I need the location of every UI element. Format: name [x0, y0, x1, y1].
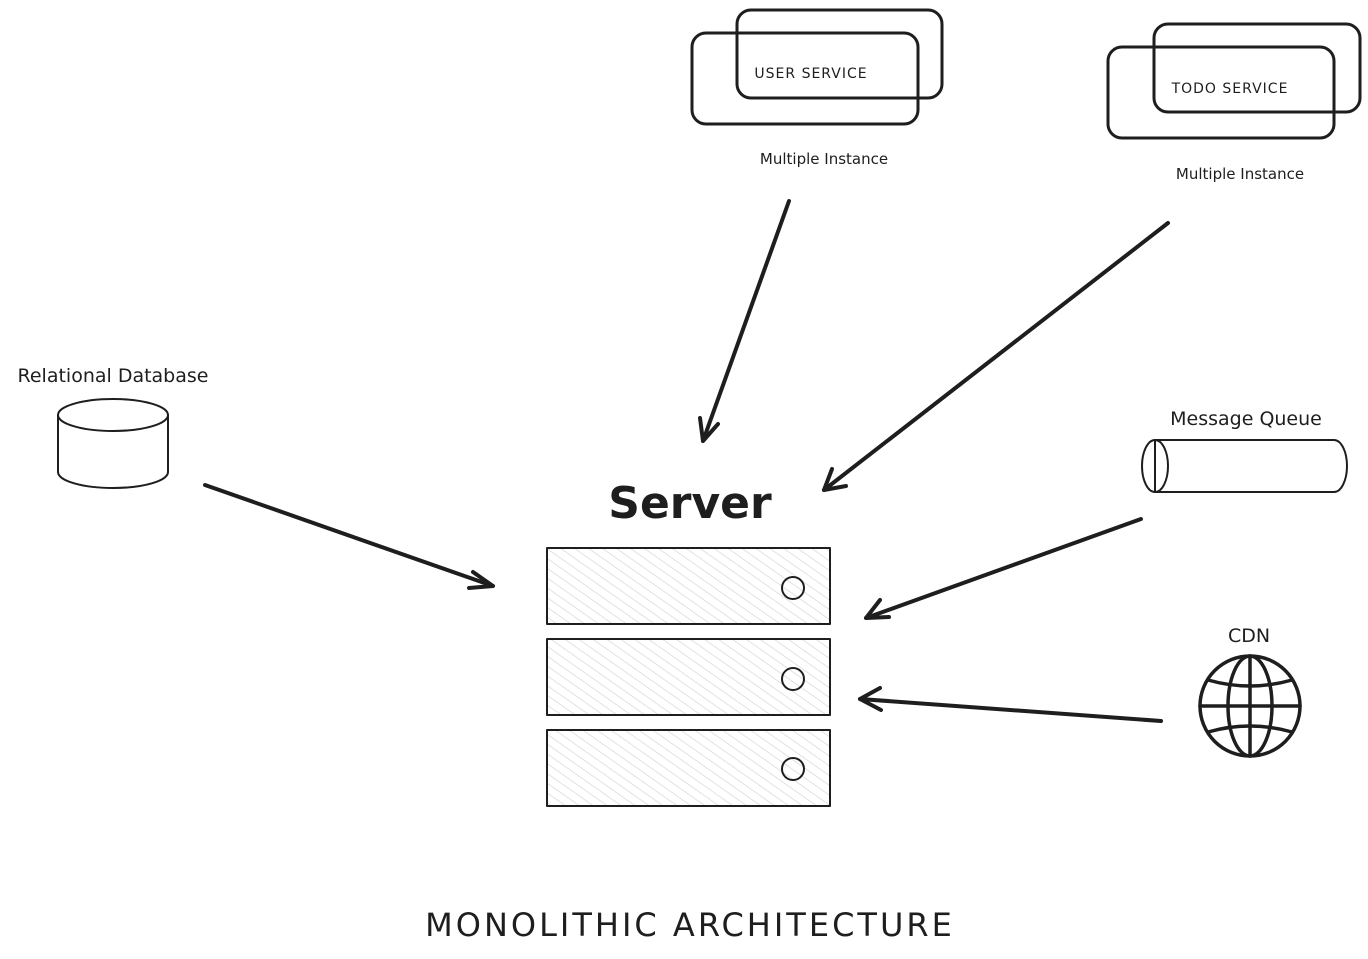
database-label: Relational Database	[18, 365, 209, 387]
arrow-message-queue-to-server	[864, 517, 1143, 620]
message-queue-label: Message Queue	[1170, 408, 1322, 430]
server-led-icon	[781, 667, 805, 691]
todo-service-node: TODO SERVICE	[1106, 22, 1362, 140]
arrow-database-to-server	[203, 483, 495, 590]
user-service-node: USER SERVICE	[690, 8, 944, 126]
server-rack	[546, 547, 831, 807]
server-unit	[546, 638, 831, 716]
arrow-cdn-to-server	[858, 686, 1163, 723]
server-led-icon	[781, 576, 805, 600]
arrow-todo-service-to-server	[822, 221, 1170, 492]
todo-service-back-instance	[1152, 22, 1362, 114]
server-label: Server	[608, 478, 772, 529]
database-cylinder-icon	[57, 398, 169, 489]
cdn-label: CDN	[1228, 625, 1270, 647]
todo-service-label: TODO SERVICE	[1171, 81, 1289, 97]
queue-tube-icon	[1141, 439, 1348, 493]
server-unit	[546, 547, 831, 625]
arrow-user-service-to-server	[698, 199, 791, 443]
user-service-back-instance	[735, 8, 944, 100]
globe-icon	[1198, 654, 1302, 758]
user-service-caption: Multiple Instance	[760, 150, 888, 168]
user-service-label: USER SERVICE	[754, 66, 867, 82]
server-led-icon	[781, 757, 805, 781]
todo-service-box	[1106, 45, 1336, 140]
todo-service-caption: Multiple Instance	[1176, 165, 1304, 183]
user-service-box	[690, 31, 920, 126]
diagram-title: MONOLITHIC ARCHITECTURE	[425, 906, 955, 944]
server-unit	[546, 729, 831, 807]
